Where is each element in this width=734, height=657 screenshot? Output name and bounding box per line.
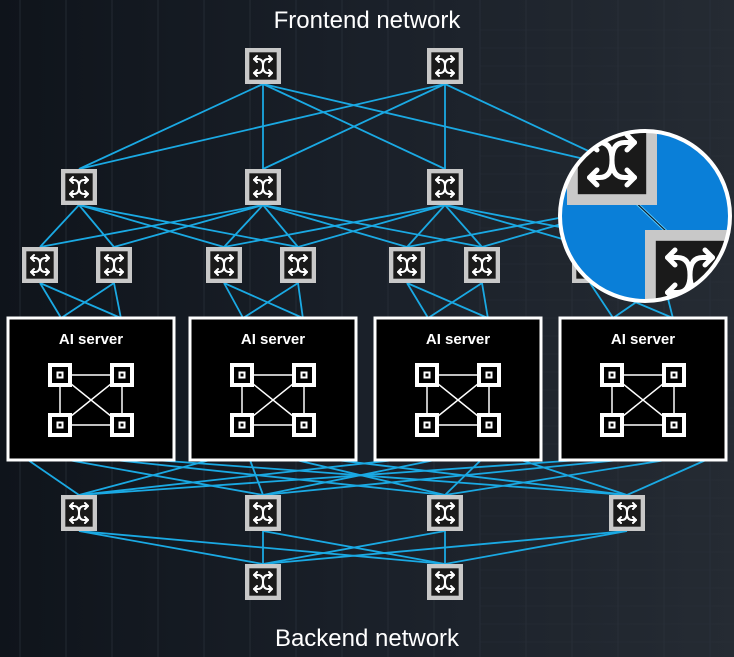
network-link: [78, 530, 446, 565]
network-link: [589, 282, 614, 319]
network-switch-icon: [464, 247, 500, 283]
network-switch-icon: [280, 247, 316, 283]
gpu-chip-icon: [48, 363, 72, 387]
gpu-chip-icon: [477, 413, 501, 437]
gpu-chip-icon: [662, 363, 686, 387]
network-link: [78, 459, 581, 496]
network-switch-icon: [206, 247, 242, 283]
network-link: [67, 459, 264, 496]
network-link: [153, 459, 628, 496]
network-link: [39, 204, 80, 248]
network-link: [406, 282, 489, 319]
network-switch-icon: [645, 230, 730, 301]
network-link: [297, 204, 446, 248]
network-link: [481, 282, 489, 319]
gpu-chip-icon: [662, 413, 686, 437]
network-switches: [22, 48, 682, 600]
network-link: [626, 459, 707, 496]
gpu-chip-icon: [230, 413, 254, 437]
network-link: [113, 282, 122, 319]
gpu-chip-icon: [600, 413, 624, 437]
network-link: [444, 459, 667, 496]
network-link: [223, 282, 304, 319]
network-link: [520, 459, 628, 496]
network-switch-icon: [427, 495, 463, 531]
gpu-chip-icon: [415, 363, 439, 387]
network-link: [39, 282, 122, 319]
network-link: [223, 282, 244, 319]
network-switch-icon: [427, 169, 463, 205]
ai-server-label: AI server: [426, 331, 490, 348]
network-link: [444, 204, 483, 248]
gpu-chip-icon: [110, 413, 134, 437]
frontend-network-title: Frontend network: [273, 7, 461, 34]
network-switch-icon: [245, 48, 281, 84]
ai-server-box: AI server: [6, 316, 176, 462]
ai-server-box: AI server: [558, 316, 728, 462]
gpu-chip-icon: [415, 413, 439, 437]
network-link: [262, 204, 299, 248]
network-links: [27, 83, 707, 565]
network-link: [78, 83, 264, 170]
network-switch-icon: [389, 247, 425, 283]
ai-server-label: AI server: [59, 331, 123, 348]
network-link: [444, 530, 628, 565]
backend-network-title: Backend network: [274, 625, 460, 652]
network-link: [406, 282, 429, 319]
network-link: [242, 282, 299, 319]
network-link: [113, 204, 264, 248]
network-link: [78, 530, 264, 565]
ai-server-label: AI server: [611, 331, 675, 348]
network-link: [27, 459, 80, 496]
network-switch-icon: [96, 247, 132, 283]
network-switch-icon: [427, 48, 463, 84]
network-link: [262, 530, 628, 565]
network-link: [262, 459, 436, 496]
network-link: [223, 204, 264, 248]
network-switch-icon: [427, 564, 463, 600]
network-link: [295, 459, 446, 496]
network-switch-icon: [61, 495, 97, 531]
network-link: [78, 459, 211, 496]
gpu-chip-icon: [230, 363, 254, 387]
ai-server-box: AI server: [373, 316, 543, 462]
gpu-chip-icon: [48, 413, 72, 437]
network-switch-icon: [245, 495, 281, 531]
gpu-chip-icon: [292, 413, 316, 437]
network-link: [262, 459, 621, 496]
network-link: [78, 459, 396, 496]
network-link: [427, 282, 483, 319]
ai-server-box: AI server: [188, 316, 358, 462]
network-link: [297, 282, 304, 319]
gpu-chip-icon: [110, 363, 134, 387]
network-link: [39, 204, 264, 248]
network-link: [262, 530, 446, 565]
network-link: [335, 459, 628, 496]
network-switch-icon: [61, 169, 97, 205]
gpu-chip-icon: [477, 363, 501, 387]
zoom-callout: [558, 129, 732, 303]
network-link: [39, 282, 62, 319]
gpu-chip-icon: [600, 363, 624, 387]
network-link: [444, 459, 482, 496]
ai-server-label: AI server: [241, 331, 305, 348]
network-link: [249, 459, 264, 496]
ai-servers: AI server AI server AI server AI server: [6, 316, 728, 462]
network-switch-icon: [245, 564, 281, 600]
gpu-chip-icon: [292, 363, 316, 387]
network-link: [78, 83, 446, 170]
network-switch-icon: [609, 495, 645, 531]
network-link: [113, 459, 446, 496]
network-link: [223, 204, 446, 248]
network-link: [60, 282, 115, 319]
network-link: [262, 83, 446, 170]
network-link: [406, 204, 446, 248]
network-switch-icon: [245, 169, 281, 205]
network-switch-icon: [22, 247, 58, 283]
network-link: [78, 204, 115, 248]
